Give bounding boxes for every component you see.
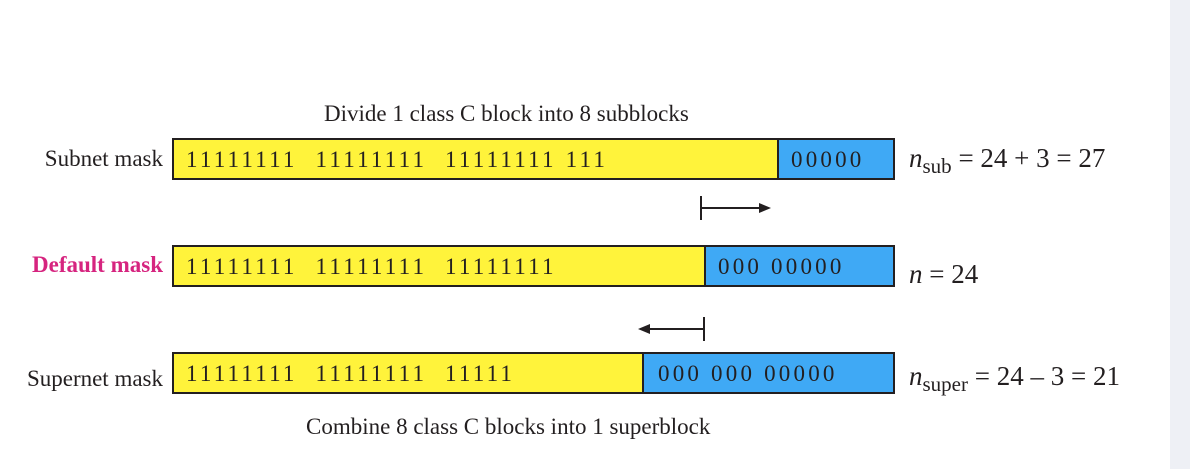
default-mask-bar: 11111111 11111111 11111111 000 00000 xyxy=(172,245,895,287)
subnet-formula-variable: n xyxy=(909,143,923,173)
subnet-ones-bits: 11111111 11111111 11111111 111 xyxy=(186,146,609,172)
default-mask-label: Default mask xyxy=(32,252,163,277)
supernet-ones-segment: 11111111 11111111 11111 xyxy=(174,354,642,392)
supernet-zeros-segment: 000 000 00000 xyxy=(642,354,893,392)
supernet-formula-variable: n xyxy=(909,361,923,391)
subnet-mask-label: Subnet mask xyxy=(44,146,163,171)
right-arrow-icon xyxy=(700,196,771,220)
left-arrow-icon xyxy=(638,317,705,341)
default-ones-segment: 11111111 11111111 11111111 xyxy=(174,247,704,285)
supernet-mask-bar: 11111111 11111111 11111 000 000 00000 xyxy=(172,352,895,394)
bottom-caption: Combine 8 class C blocks into 1 superblo… xyxy=(306,414,711,439)
supernet-formula-value: = 24 – 3 = 21 xyxy=(968,361,1120,391)
supernet-zeros-bits: 000 000 00000 xyxy=(658,360,838,386)
subnet-formula-value: = 24 + 3 = 27 xyxy=(951,143,1106,173)
subnet-mask-bar: 11111111 11111111 11111111 111 00000 xyxy=(172,138,895,180)
supernet-ones-bits: 11111111 11111111 11111 xyxy=(186,360,516,386)
supernet-mask-label: Supernet mask xyxy=(26,366,163,391)
default-zeros-bits: 000 00000 xyxy=(718,253,845,279)
top-caption: Divide 1 class C block into 8 subblocks xyxy=(324,101,689,126)
subnet-zeros-segment: 00000 xyxy=(777,140,893,178)
right-edge-strip xyxy=(1170,0,1190,469)
default-formula-value: = 24 xyxy=(922,259,979,289)
default-formula: n = 24 xyxy=(909,259,978,290)
default-zeros-segment: 000 00000 xyxy=(704,247,893,285)
subnet-formula: nsub = 24 + 3 = 27 xyxy=(909,143,1105,179)
subnet-formula-subscript: sub xyxy=(922,154,952,178)
supernet-formula-subscript: super xyxy=(922,372,969,396)
subnet-ones-segment: 11111111 11111111 11111111 111 xyxy=(174,140,777,178)
subnet-zeros-bits: 00000 xyxy=(791,146,865,172)
supernet-formula: nsuper = 24 – 3 = 21 xyxy=(909,361,1120,397)
default-ones-bits: 11111111 11111111 11111111 xyxy=(186,253,557,279)
default-formula-variable: n xyxy=(909,259,923,289)
